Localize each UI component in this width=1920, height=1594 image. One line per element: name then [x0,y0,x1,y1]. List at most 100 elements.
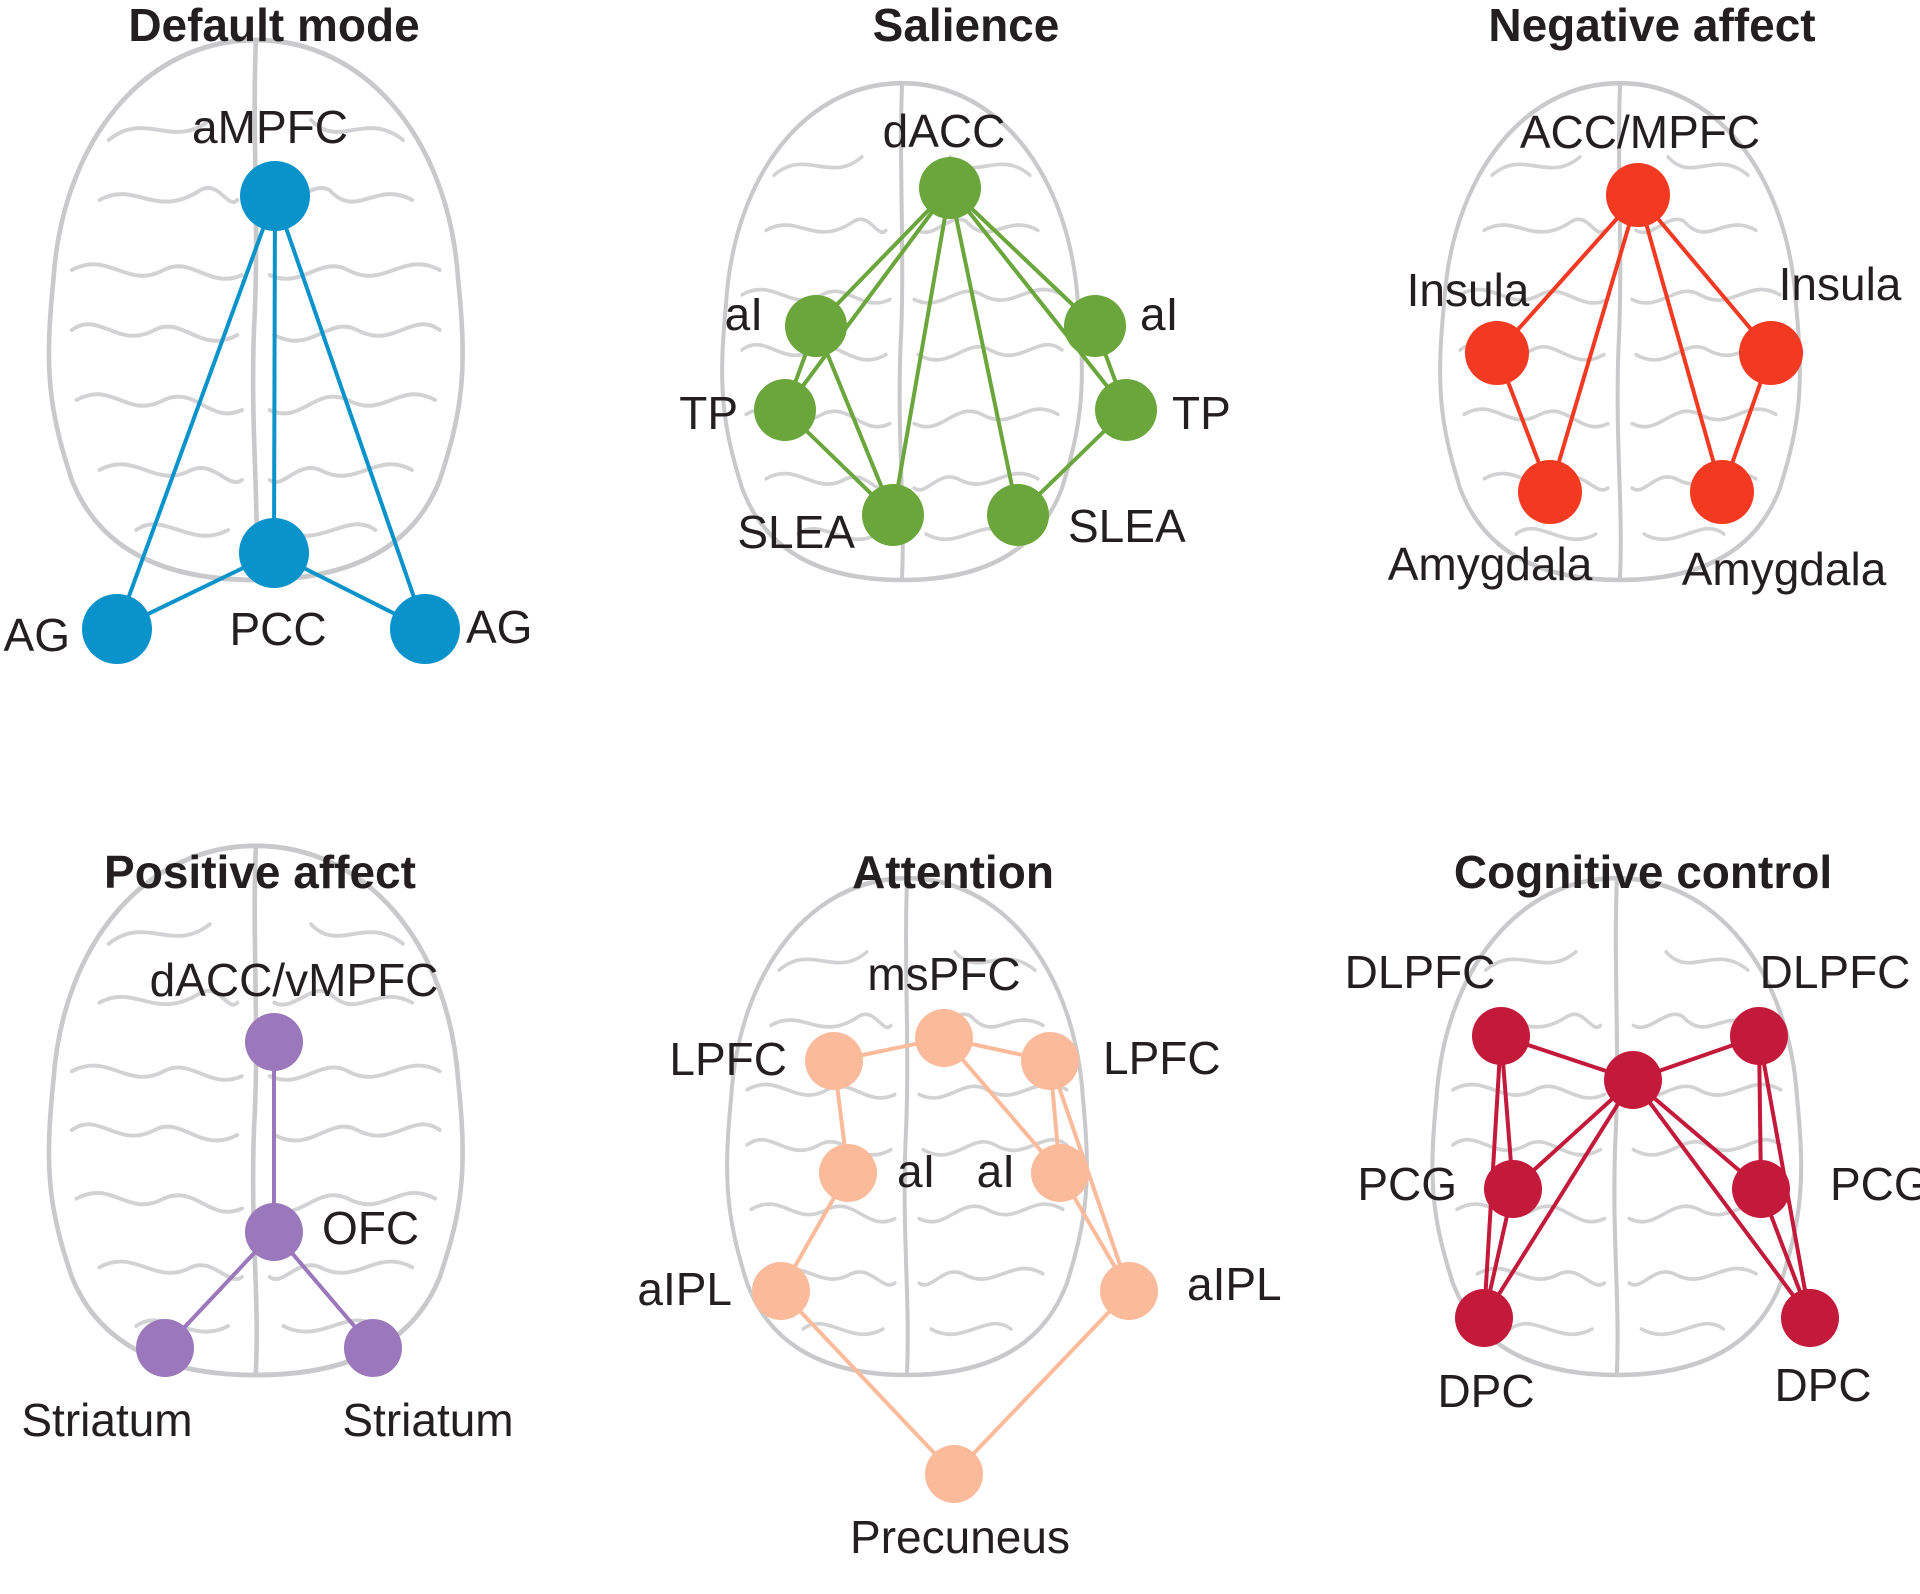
title-salience: Salience [873,0,1060,51]
edge-ACC-Ins_R [1636,193,1773,355]
node-aIPL_R [1100,1262,1158,1320]
node-label-DLPFC_R: DLPFC [1760,946,1911,998]
node-aI_L [819,1144,877,1202]
node-PCC [239,518,309,588]
edge-dACC-TP_L [783,186,952,412]
node-label-aMPFC: aMPFC [192,101,348,153]
node-OFC [245,1203,303,1261]
node-label-PCG_L: PCG [1357,1158,1457,1210]
node-label-AG_R: AG [466,601,532,653]
node-label-Str_R: Striatum [342,1394,513,1446]
node-Amy_L [1518,460,1582,524]
edge-ACC-Amy_R [1636,194,1724,493]
node-Ins_L [1465,321,1529,385]
title-default-mode: Default mode [128,0,419,51]
node-PCG_L [1484,1160,1542,1218]
node-LPFC_L [805,1032,863,1090]
node-aI_R [1064,295,1126,357]
node-label-PCC: PCC [229,603,326,655]
network-cognitive-control: DLPFC DLPFC PCG PCG DPC DPC [1345,946,1920,1417]
node-label-aIPL_L: aIPL [637,1263,732,1315]
node-SLEA_R [987,484,1049,546]
node-label-SLEA_L: SLEA [737,506,855,558]
node-AG_L [82,594,152,664]
network-salience: dACC aI aI TP TP SLEA SLEA [679,105,1231,558]
node-C [1604,1051,1662,1109]
edge-aMPFC-AG_L [115,195,277,630]
edge-aIPL_R-Prec [952,1289,1131,1476]
node-PCG_R [1732,1160,1790,1218]
node-AG_R [390,594,460,664]
network-default-mode: aMPFC PCC AG AG [4,101,532,664]
node-label-dACCv: dACC/vMPFC [150,954,439,1006]
node-label-aI_L: aI [897,1145,935,1197]
node-TP_R [1095,379,1157,441]
edge-aMPFC-PCC [272,195,277,554]
node-dACCv [245,1013,303,1071]
title-attention: Attention [852,846,1054,898]
node-label-TP_L: TP [679,387,738,439]
node-label-aI_R: aI [1140,288,1178,340]
node-DPC_L [1455,1289,1513,1347]
node-msPFC [915,1009,973,1067]
node-label-Amy_L: Amygdala [1388,538,1593,590]
node-aMPFC [240,161,310,231]
node-aI_R [1031,1144,1089,1202]
edge-aMPFC-AG_R [273,195,427,630]
node-label-Prec: Precuneus [850,1511,1070,1563]
node-label-msPFC: msPFC [867,948,1020,1000]
edge-aI_L-SLEA_L [814,325,895,516]
title-negative-affect: Negative affect [1488,0,1815,51]
node-label-aI_L: aI [725,288,763,340]
node-dACC [919,157,981,219]
edge-dACC-aI_R [948,186,1097,328]
edge-C-DPC_L [1482,1078,1635,1320]
node-Str_R [344,1319,402,1377]
node-ACC [1606,163,1670,227]
node-TP_L [754,379,816,441]
node-label-TP_R: TP [1172,387,1231,439]
node-label-Str_L: Striatum [21,1394,192,1446]
edge-msPFC-aI_R [942,1036,1062,1175]
node-Prec [925,1445,983,1503]
node-LPFC_R [1021,1032,1079,1090]
network-positive-affect: dACC/vMPFC OFC Striatum Striatum [21,954,513,1446]
node-label-Ins_R: Insula [1779,258,1902,310]
node-DPC_R [1781,1289,1839,1347]
node-label-SLEA_R: SLEA [1068,500,1186,552]
edge-ACC-Ins_L [1495,193,1640,355]
node-label-Ins_L: Insula [1407,264,1530,316]
edge-dACC-TP_R [948,186,1128,412]
node-label-DLPFC_L: DLPFC [1345,946,1496,998]
node-Ins_R [1739,321,1803,385]
title-positive-affect: Positive affect [104,846,416,898]
node-Str_L [136,1319,194,1377]
edge-aIPL_L-Prec [779,1289,956,1476]
title-cognitive-control: Cognitive control [1454,846,1832,898]
node-Amy_R [1690,460,1754,524]
node-label-dACC: dACC [883,105,1006,157]
node-label-LPFC_R: LPFC [1103,1032,1221,1084]
node-DLPFC_R [1730,1007,1788,1065]
node-label-LPFC_L: LPFC [669,1033,787,1085]
node-label-Amy_R: Amygdala [1682,543,1887,595]
node-DLPFC_L [1472,1007,1530,1065]
edge-dACC-SLEA_L [891,187,952,516]
node-label-AG_L: AG [4,609,70,661]
network-attention: msPFC LPFC LPFC aI aI aIPL aIPL Precuneus [637,948,1281,1563]
node-label-aI_R: aI [977,1145,1015,1197]
edge-ACC-Amy_L [1548,194,1640,493]
edge-dACC-aI_L [814,186,952,328]
edge-dACC-SLEA_R [948,187,1020,516]
node-label-PCG_R: PCG [1830,1158,1920,1210]
node-label-OFC: OFC [322,1202,419,1254]
node-SLEA_L [862,484,924,546]
node-label-DPC_R: DPC [1774,1359,1871,1411]
node-label-DPC_L: DPC [1437,1365,1534,1417]
node-label-aIPL_R: aIPL [1187,1258,1282,1310]
brain-illustration-positive-affect [49,846,463,1375]
edge-C-DPC_R [1631,1078,1812,1320]
